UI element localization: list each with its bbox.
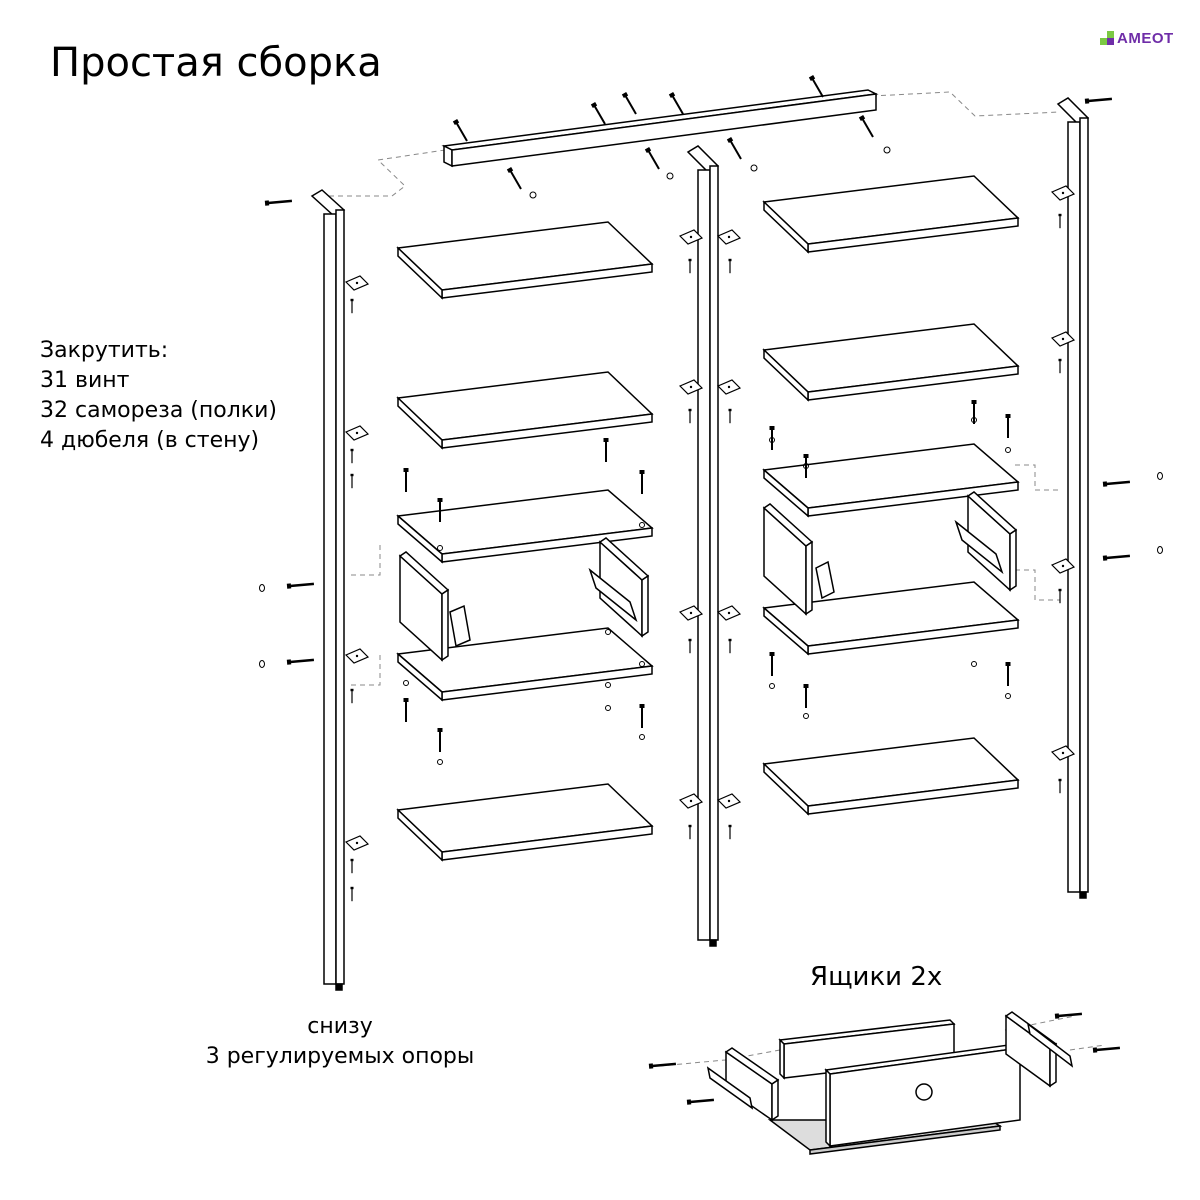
top-rail — [441, 89, 879, 168]
page-title: Простая сборка — [50, 40, 382, 86]
right-shelves — [762, 175, 1020, 816]
right-upright — [1056, 97, 1090, 899]
top-rail-screws — [263, 74, 1114, 208]
logo-icon — [1100, 31, 1114, 45]
bottom-note-line1: снизу — [307, 1014, 373, 1039]
drawer-exploded-view — [706, 1011, 1074, 1155]
drawer-handle-hole — [915, 1083, 933, 1101]
instruction-line-dowels: 4 дюбеля (в стену) — [40, 428, 260, 453]
instruction-line-screws: 31 винт — [40, 368, 130, 393]
left-upright — [310, 189, 346, 991]
instructions-heading: Закрутить: — [40, 338, 169, 363]
left-side-boards — [398, 537, 650, 662]
left-shelves — [396, 221, 654, 862]
drawers-label: Ящики 2х — [810, 962, 943, 992]
brand-logo: АМЕОТ — [1100, 28, 1174, 48]
middle-upright — [686, 145, 720, 947]
left-shelf-screws — [402, 437, 646, 765]
right-shelf-screws — [768, 399, 1012, 719]
instruction-line-self-tapping: 32 самореза (полки) — [40, 398, 277, 423]
right-side-boards — [762, 491, 1018, 616]
logo-text: АМЕОТ — [1117, 29, 1174, 47]
left-wall-dowels — [259, 580, 316, 668]
bottom-note-line2: 3 регулируемых опоры — [205, 1044, 475, 1069]
instructions-block: Закрутить: 31 винт 32 самореза (полки) 4… — [40, 336, 277, 456]
bottom-note: снизу 3 регулируемых опоры — [190, 1012, 490, 1072]
right-wall-dowels — [1101, 472, 1163, 563]
